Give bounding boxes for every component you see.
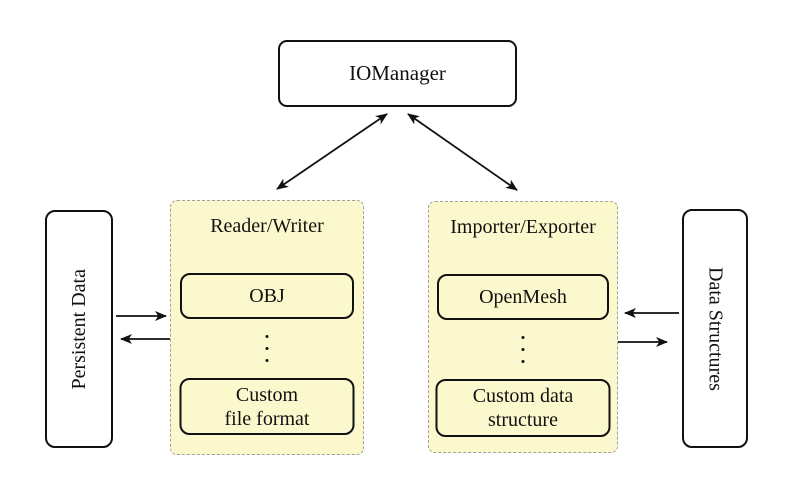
iomanager-box: IOManager (278, 40, 517, 107)
vertical-dots-icon (521, 336, 525, 363)
node-openmesh: OpenMesh (437, 274, 609, 320)
node-custom-file-format: Custom file format (179, 378, 355, 435)
dot (265, 359, 269, 362)
reader-writer-group: Reader/Writer OBJ Custom file format (170, 200, 364, 455)
dot (521, 360, 525, 363)
edge-iomanager-importerexporter (407, 113, 518, 191)
dot (521, 348, 525, 351)
edge-iomanager-readerwriter (276, 113, 388, 190)
node-obj: OBJ (180, 273, 354, 319)
reader-writer-title: Reader/Writer (210, 215, 324, 237)
vertical-dots-icon (265, 335, 269, 362)
data-structures-label: Data Structures (704, 266, 727, 391)
persistent-data-label: Persistent Data (67, 268, 90, 390)
dot (265, 335, 269, 338)
persistent-data-box: Persistent Data (45, 210, 113, 448)
dot (521, 336, 525, 339)
data-structures-box: Data Structures (682, 209, 748, 448)
importer-exporter-title: Importer/Exporter (450, 216, 596, 238)
node-custom-data-structure: Custom data structure (435, 379, 611, 437)
dot (265, 347, 269, 350)
importer-exporter-group: Importer/Exporter OpenMesh Custom data s… (428, 201, 618, 453)
